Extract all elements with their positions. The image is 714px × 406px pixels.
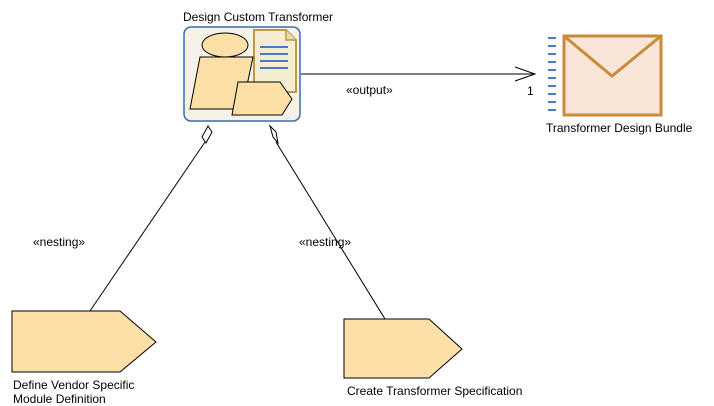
task-shape (343, 318, 463, 379)
output-connector[interactable] (301, 66, 537, 82)
port-dash-marks (548, 37, 556, 111)
task-label: Create Transformer Specification (347, 384, 523, 398)
diamond-icon (201, 125, 213, 144)
process-label: Design Custom Transformer (183, 10, 334, 24)
output-stereotype: «output» (346, 83, 393, 97)
process-design-custom-transformer[interactable] (183, 26, 301, 122)
process-icon (189, 29, 297, 116)
output-multiplicity: 1 (527, 84, 534, 98)
task-label-line2: Module Definition (13, 392, 106, 406)
arrowhead-icon (514, 66, 537, 82)
nesting-connector-left[interactable] (89, 125, 213, 312)
nesting-connector-right[interactable] (269, 124, 386, 320)
task-shape (11, 310, 157, 373)
bundle-transformer-design-bundle[interactable] (548, 34, 663, 117)
diamond-icon (269, 124, 279, 145)
nesting-stereotype-left: «nesting» (33, 235, 86, 249)
envelope-icon (562, 34, 663, 117)
nesting-stereotype-right: «nesting» (299, 235, 352, 249)
task-label-line1: Define Vendor Specific (13, 378, 135, 392)
task-create-transformer-spec[interactable] (343, 318, 463, 379)
bundle-label: Transformer Design Bundle (546, 121, 693, 135)
task-define-vendor-specific[interactable] (11, 310, 157, 373)
